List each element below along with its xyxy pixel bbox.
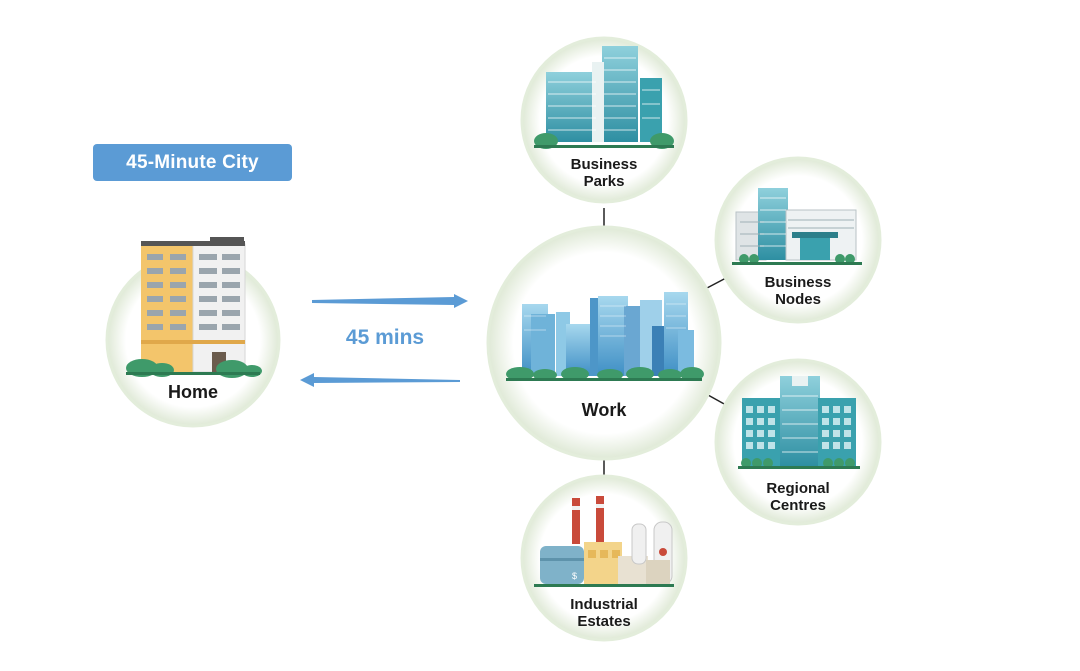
business-parks-line2: Parks <box>583 173 625 190</box>
industrial-estates-line2: Estates <box>577 613 631 630</box>
arrow-to-home <box>300 373 460 387</box>
regional-centres-label: Regional Centres <box>748 480 848 514</box>
connector-business-nodes <box>706 277 727 289</box>
arrow-to-work <box>312 294 468 308</box>
home-label: Home <box>143 382 243 402</box>
home-label-text: Home <box>167 382 218 402</box>
business-nodes-line2: Nodes <box>775 291 821 308</box>
factory-icon: $ <box>540 496 673 585</box>
industrial-estates-node: $ <box>520 474 688 642</box>
business-nodes-label: Business Nodes <box>748 274 848 308</box>
tree-icon <box>506 367 704 381</box>
regional-centres-node <box>714 358 882 526</box>
connector-regional-centres <box>707 394 727 406</box>
business-nodes-node <box>714 156 882 324</box>
industrial-estates-line1: Industrial <box>570 596 638 613</box>
regional-centres-line1: Regional <box>766 480 830 497</box>
title-badge-text: 45-Minute City <box>126 151 259 173</box>
tree-icon <box>739 254 855 264</box>
city-skyline-icon <box>522 292 694 376</box>
apartment-building-icon <box>141 237 246 373</box>
business-parks-label: Business Parks <box>554 156 654 190</box>
work-label: Work <box>554 400 654 420</box>
business-parks-line1: Business <box>570 156 638 173</box>
title-badge: 45-Minute City <box>93 144 292 181</box>
regional-centres-line2: Centres <box>770 497 826 514</box>
work-node <box>486 225 722 461</box>
office-complex-icon <box>735 188 857 261</box>
industrial-estates-label: Industrial Estates <box>554 596 654 630</box>
office-towers-icon <box>546 46 662 142</box>
business-nodes-line1: Business <box>764 274 832 291</box>
regional-centre-building-icon <box>742 376 856 466</box>
travel-time-label: 45 mins <box>345 326 425 349</box>
home-node <box>105 237 281 428</box>
business-parks-node <box>520 36 688 204</box>
svg-text:$: $ <box>572 571 577 581</box>
tree-icon <box>741 458 855 468</box>
work-label-text: Work <box>581 400 627 420</box>
